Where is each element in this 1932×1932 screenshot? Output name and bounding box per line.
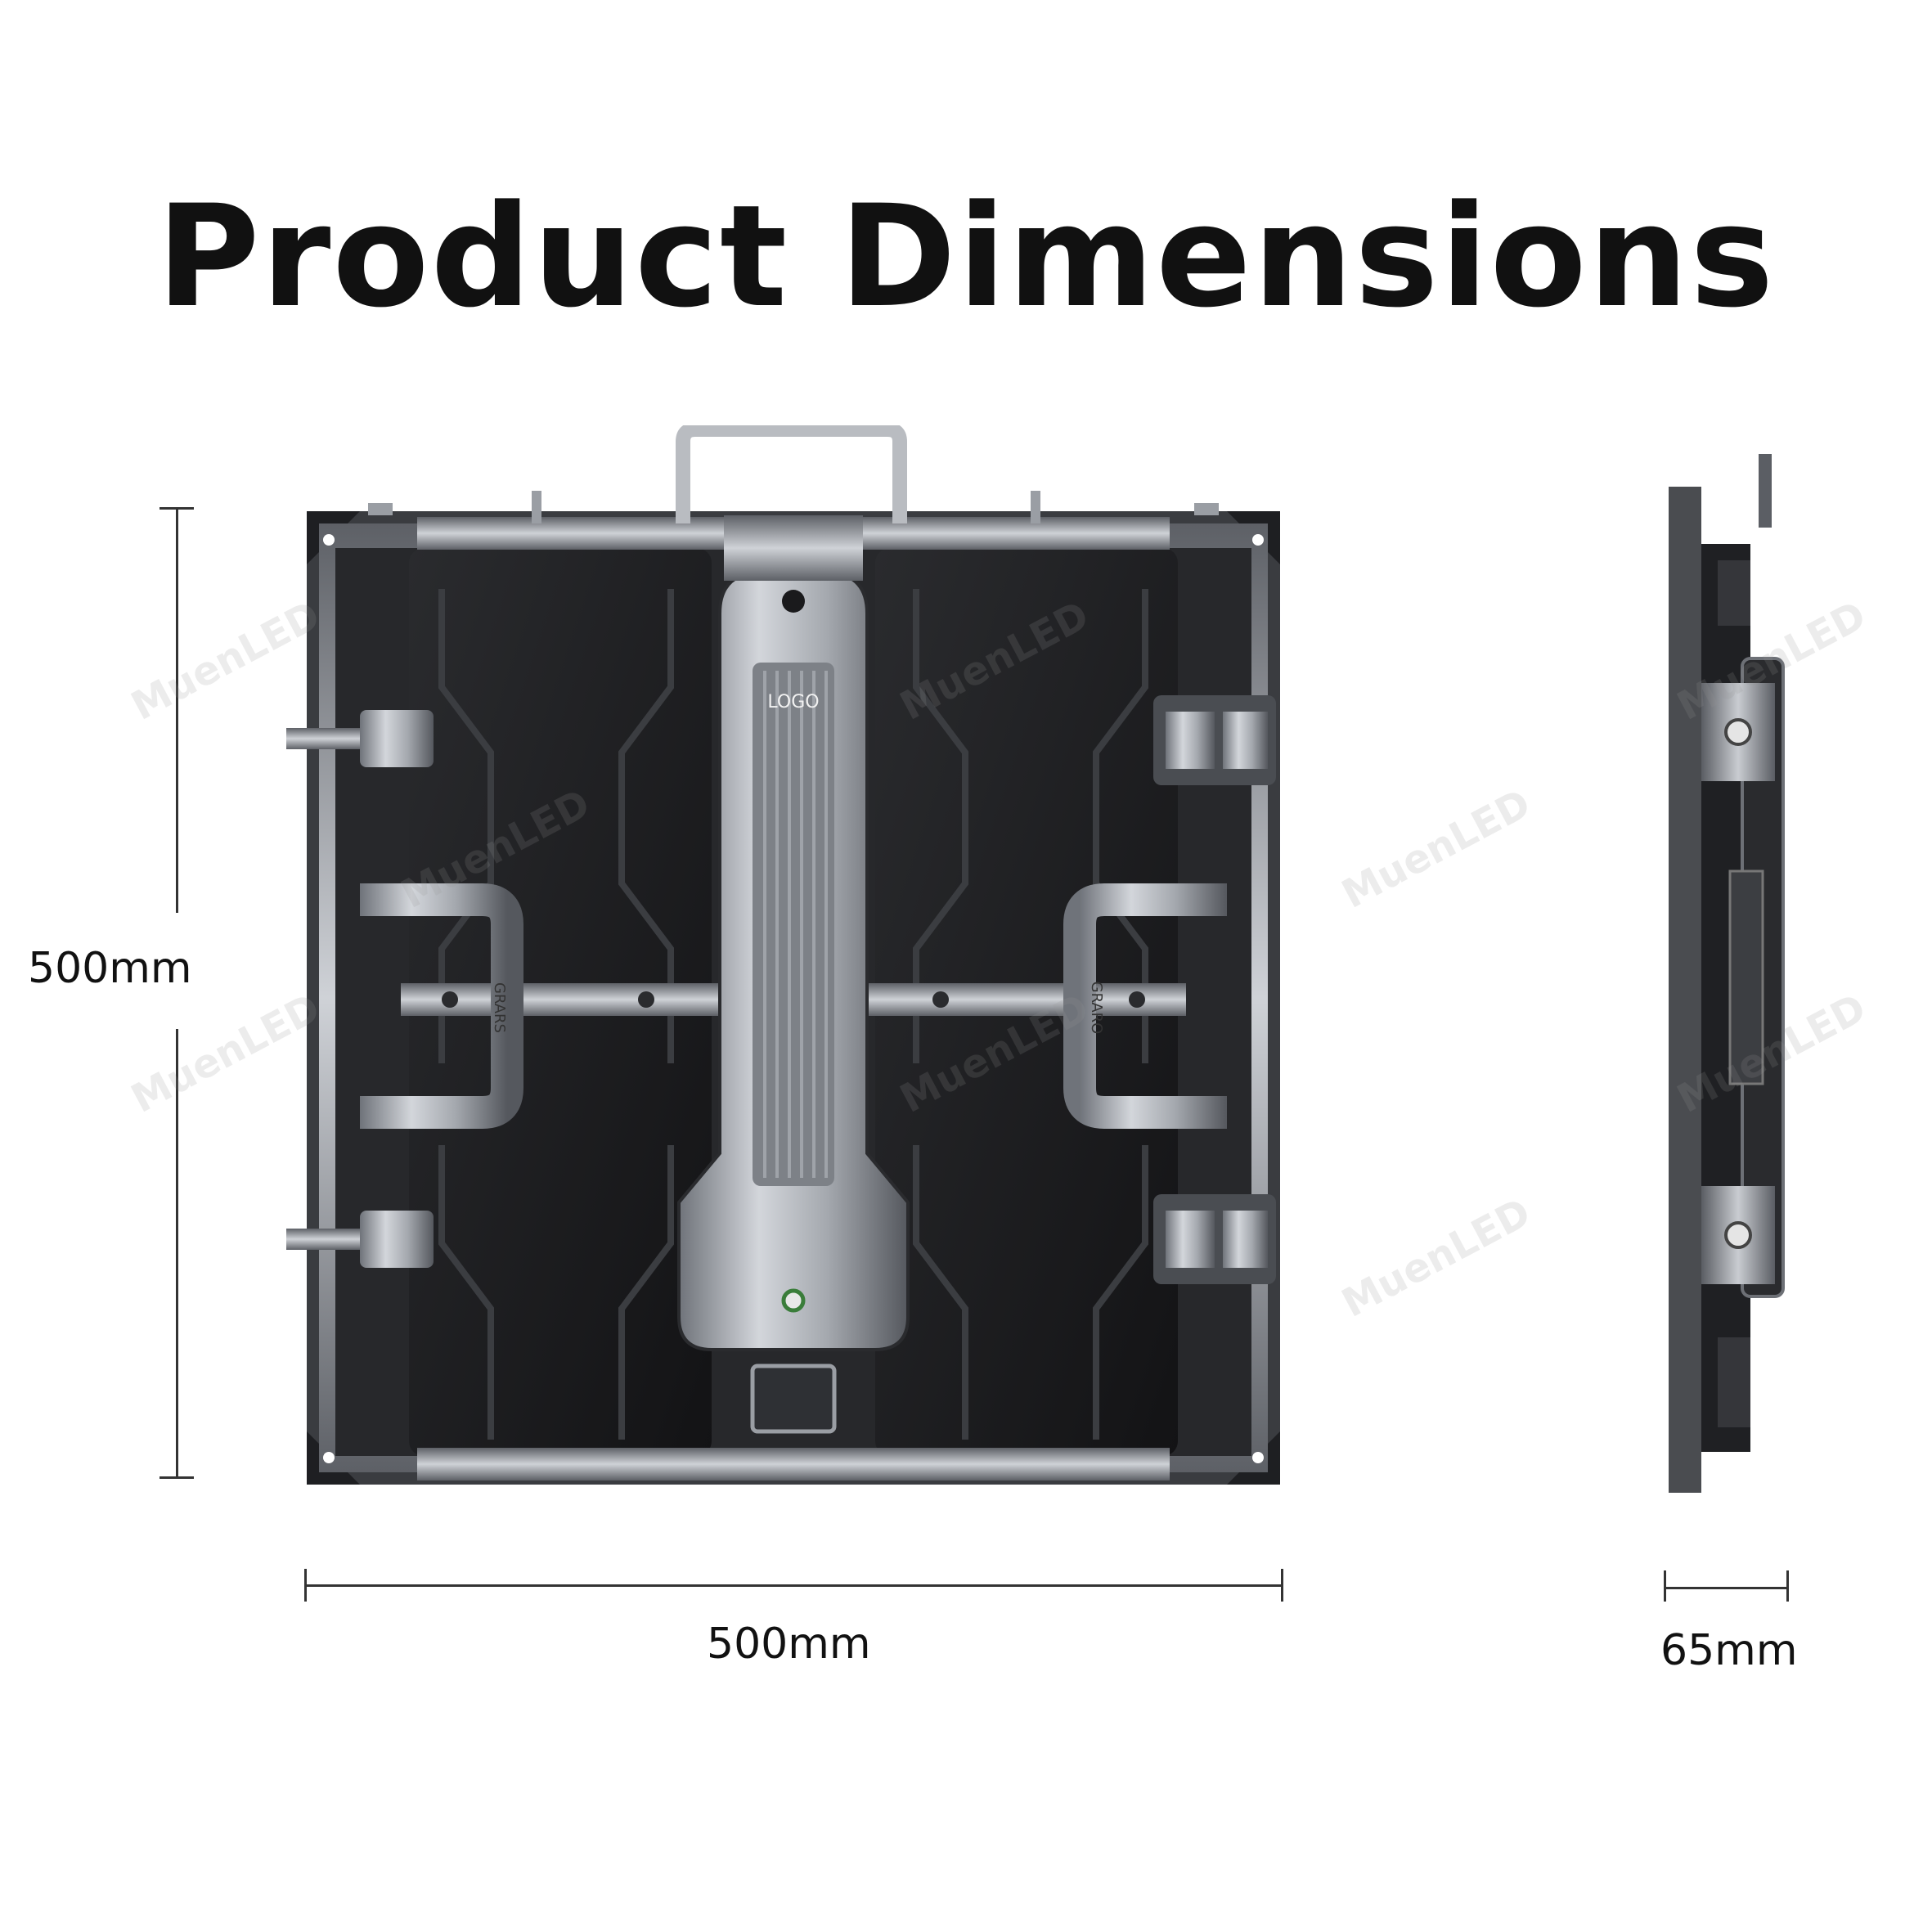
status-indicator [781, 1288, 806, 1313]
height-label: 500mm [28, 944, 192, 993]
top-carry-handle [676, 425, 907, 523]
latch-top-right [1153, 695, 1276, 785]
lock-bolt-top-left [286, 710, 434, 767]
depth-label: 65mm [1660, 1626, 1798, 1675]
side-face [1669, 487, 1701, 1493]
cabinet-back-view: LOGO GRARS GRARO [286, 425, 1280, 1485]
logo-text: LOGO [767, 692, 819, 712]
watermark: MuenLED [1334, 780, 1539, 918]
latch-bottom-right [1153, 1194, 1276, 1284]
page-title: Product Dimensions [156, 174, 1776, 339]
watermark: MuenLED [1334, 1189, 1539, 1327]
side-handle-right [1063, 883, 1227, 1129]
lock-bolt-bottom-left [286, 1211, 434, 1268]
cabinet-side-view [1669, 454, 1785, 1493]
side-handle-left [360, 883, 523, 1129]
width-label: 500mm [707, 1620, 871, 1669]
handle-left-text: GRARS [491, 982, 508, 1033]
power-connector [750, 1364, 837, 1434]
handle-right-text: GRARO [1088, 982, 1105, 1035]
